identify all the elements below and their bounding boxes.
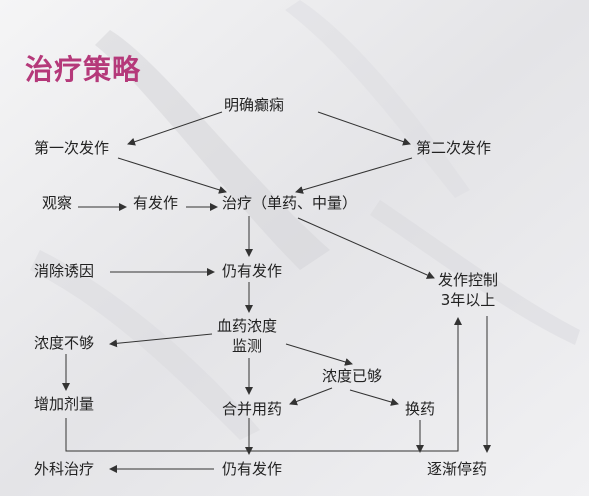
edge-second-treat bbox=[295, 157, 413, 194]
edge-treat-controlled bbox=[297, 217, 435, 279]
node-surgery: 外科治疗 bbox=[34, 460, 95, 478]
node-first-seizure: 第一次发作 bbox=[34, 139, 110, 157]
edge-first-treat bbox=[117, 157, 227, 194]
node-level-monitor: 血药浓度 监测 bbox=[217, 317, 278, 355]
edge-loop-to-controlled bbox=[65, 317, 462, 452]
node-taper: 逐渐停药 bbox=[427, 460, 488, 478]
node-observe: 观察 bbox=[42, 194, 73, 212]
node-still-seizure-2: 仍有发作 bbox=[222, 460, 283, 478]
edge-monitor-low bbox=[109, 333, 213, 348]
edge-monitor-ok bbox=[285, 343, 353, 366]
node-diagnose: 明确癫痫 bbox=[224, 96, 285, 114]
node-still-seizure-1: 仍有发作 bbox=[222, 262, 283, 280]
edge-ok-switch bbox=[349, 389, 399, 406]
slide-title: 治疗策略 bbox=[25, 53, 142, 86]
node-switch-drug: 换药 bbox=[405, 400, 436, 418]
node-remove-cause: 消除诱因 bbox=[34, 262, 95, 280]
edge-diagnose-first bbox=[127, 111, 223, 146]
node-level-low: 浓度不够 bbox=[34, 334, 95, 352]
node-treat: 治疗（单药、中量） bbox=[222, 194, 358, 212]
node-second-seizure: 第二次发作 bbox=[416, 139, 492, 157]
node-has-seizure: 有发作 bbox=[133, 194, 179, 212]
node-level-ok: 浓度已够 bbox=[322, 367, 383, 385]
edge-diagnose-second bbox=[317, 111, 411, 146]
node-controlled-3y: 发作控制 3年以上 bbox=[438, 271, 499, 309]
node-increase-dose: 增加剂量 bbox=[34, 395, 95, 413]
edge-ok-combine bbox=[289, 387, 333, 406]
node-combine-drugs: 合并用药 bbox=[222, 400, 283, 418]
